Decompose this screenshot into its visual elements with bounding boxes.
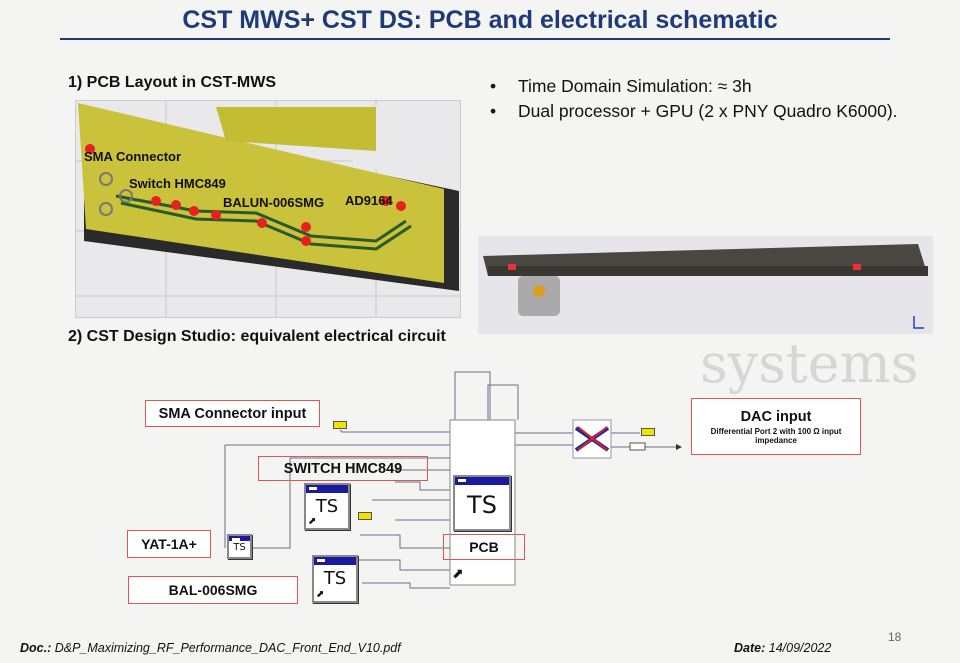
section2-heading: 2) CST Design Studio: equivalent electri… (68, 328, 446, 345)
port-1-marker (333, 421, 347, 429)
port-2-marker (641, 428, 655, 436)
pcb-touchstone-block[interactable]: TS (453, 475, 511, 531)
date-label: Date: (734, 641, 766, 655)
title-divider (60, 38, 890, 40)
pcb-label-balun: BALUN-006SMG (223, 195, 325, 210)
window-bar (306, 485, 348, 493)
footer-doc: Doc.: D&P_Maximizing_RF_Performance_DAC_… (20, 641, 401, 655)
ts-label: TS (323, 568, 347, 589)
window-bar (314, 557, 356, 565)
ts-label: TS (467, 491, 497, 519)
pcb-layout-image: SMA Connector Switch HMC849 BALUN-006SMG… (75, 100, 461, 318)
window-bar (455, 477, 509, 485)
arrow-icon: ⬈ (452, 565, 464, 581)
sma-connector-label: SMA Connector input (145, 400, 320, 427)
doc-label: Doc.: (20, 641, 52, 655)
watermark: systems (700, 332, 919, 395)
pcb-3d-render (483, 244, 928, 329)
dac-title: DAC input (740, 408, 812, 425)
bullet-text: Time Domain Simulation: ≈ 3h (518, 76, 752, 96)
window-bar (229, 536, 250, 541)
bullet-item: • Time Domain Simulation: ≈ 3h (490, 76, 752, 97)
pcb-render (76, 101, 460, 317)
dac-description: Differential Port 2 with 100 Ω input imp… (710, 426, 842, 445)
date-value: 14/09/2022 (765, 641, 832, 655)
footer-date: Date: 14/09/2022 (734, 641, 831, 655)
doc-value: D&P_Maximizing_RF_Performance_DAC_Front_… (51, 641, 401, 655)
pcb-label-sma: SMA Connector (84, 149, 182, 164)
page-number: 18 (888, 630, 902, 644)
bal-touchstone-block[interactable]: TS⬈ (312, 555, 358, 603)
arrow-icon: ⬈ (316, 589, 325, 600)
dac-input-label: DAC input Differential Port 2 with 100 Ω… (691, 398, 861, 455)
arrow-icon: ⬈ (308, 516, 317, 527)
pcb-label-switch: Switch HMC849 (129, 176, 226, 191)
yat-label: YAT-1A+ (127, 530, 211, 558)
slide-title: CST MWS+ CST DS: PCB and electrical sche… (182, 6, 778, 34)
bullet-dot: • (490, 76, 497, 96)
port-marker (358, 512, 372, 520)
section1-heading: 1) PCB Layout in CST-MWS (68, 74, 276, 91)
bullet-dot: • (490, 101, 497, 121)
bal-label: BAL-006SMG (128, 576, 298, 604)
bullet-item: • Dual processor + GPU (2 x PNY Quadro K6… (490, 101, 898, 122)
yat-touchstone-block[interactable]: TS (227, 534, 252, 559)
ts-label: TS (315, 496, 339, 517)
pcb-label-ad9164: AD9164 (345, 193, 393, 208)
ts-label: TS (233, 542, 246, 553)
bullet-text: Dual processor + GPU (2 x PNY Quadro K60… (518, 101, 898, 121)
pcb-label: PCB (443, 534, 525, 560)
switch-label: SWITCH HMC849 (258, 456, 428, 481)
pcb-3d-image (478, 236, 933, 334)
switch-touchstone-block[interactable]: TS⬈ (304, 483, 350, 530)
